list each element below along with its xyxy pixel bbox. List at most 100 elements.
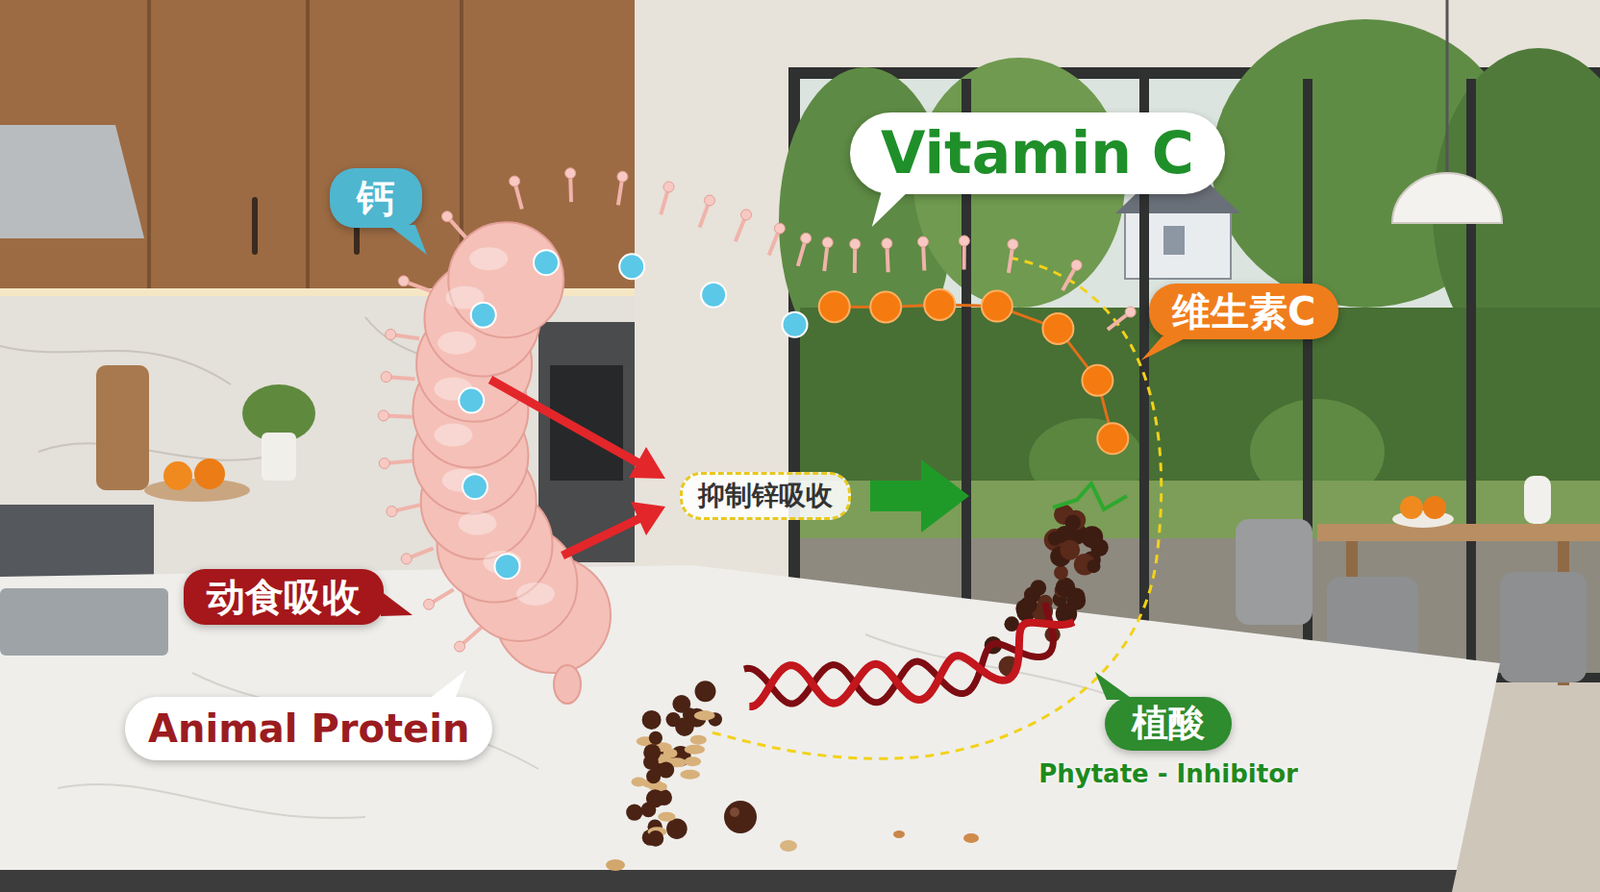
food-particle (646, 769, 661, 784)
villi (377, 168, 1136, 652)
crumb (779, 840, 798, 852)
food-particle (684, 756, 701, 767)
colon-segments (412, 222, 611, 674)
villus (408, 548, 434, 558)
villus-tip (663, 181, 675, 193)
villus-tip (1125, 306, 1136, 318)
villus (1107, 313, 1129, 330)
villus-tip (509, 175, 521, 187)
villus (448, 218, 467, 239)
orange (1400, 496, 1424, 520)
protein-strand (749, 622, 1075, 707)
food-particle (663, 749, 678, 759)
callout-bubble: Vitamin C (850, 112, 1225, 195)
phytate-particle (1059, 540, 1080, 561)
calcium-dot (462, 474, 488, 500)
villus (393, 504, 420, 511)
vitamin-c-dot (981, 291, 1013, 323)
villus (852, 246, 857, 274)
phytate-particle (1053, 565, 1069, 580)
villus (824, 244, 827, 272)
bubble-tail-shape (388, 225, 427, 255)
green-block-arrow (870, 459, 970, 533)
calcium-dot (533, 250, 559, 275)
villus-tip (703, 195, 715, 206)
food-particle (695, 680, 717, 702)
red-arrowhead (628, 447, 666, 479)
range-hood (0, 125, 145, 239)
callout-bubble: 动食吸收 (183, 569, 384, 625)
villus-tip (741, 209, 752, 221)
vitamin-c-path (834, 304, 1114, 439)
villus (392, 334, 420, 339)
appendix-tip (553, 665, 581, 704)
villus-tip (1071, 259, 1082, 271)
villus (1062, 267, 1076, 291)
cabinet-seam (305, 0, 310, 289)
villus-tip (386, 506, 398, 518)
bubble-tail-shape (1095, 672, 1134, 700)
callout-subtitle: Phytate - Inhibitor (1038, 760, 1299, 790)
phytate-particle (1065, 515, 1081, 531)
villus-tip (454, 641, 466, 652)
dining-table (1317, 524, 1600, 542)
villus (798, 240, 806, 267)
intestine-contents (458, 250, 1128, 848)
villus (923, 244, 925, 272)
pendant-lamp (1392, 173, 1502, 224)
chair (1235, 519, 1313, 625)
vitamin-c-dot (924, 289, 955, 321)
vitamin-c-dot (870, 291, 901, 323)
villus (385, 415, 413, 417)
villus (1008, 246, 1013, 274)
food-particle (643, 754, 659, 771)
callout-text: 维生素C (1172, 289, 1316, 334)
callout-bubble: 钙 (329, 168, 423, 228)
orange (1423, 496, 1447, 520)
red-arrowhead (630, 501, 666, 536)
villus-tip (378, 458, 390, 470)
phytate-particle (1086, 559, 1100, 574)
food-particle (641, 802, 657, 819)
window-mullion (1466, 78, 1476, 675)
calcium-dot (494, 553, 520, 579)
crumb-highlight (729, 807, 740, 818)
villus (962, 243, 967, 271)
sink (0, 588, 169, 656)
villus-tip (800, 232, 812, 244)
villus-tip (377, 410, 389, 422)
callout-text: 钙 (356, 175, 396, 221)
crumb (605, 859, 625, 872)
vitamin-c-dot (1081, 365, 1113, 397)
villus-tip (617, 171, 628, 182)
crumb (893, 830, 905, 839)
villus (386, 461, 414, 464)
lamp-cord (1446, 0, 1450, 174)
villus (886, 245, 888, 273)
bubble-tail-shape (1141, 336, 1190, 361)
food-particle (649, 731, 663, 746)
process-box: 抑制锌吸收 (679, 472, 851, 521)
villus (568, 175, 574, 202)
plant-pot (261, 432, 297, 481)
food-particle (625, 803, 643, 821)
calcium-dot (782, 312, 808, 338)
villus (735, 216, 747, 242)
segment-highlight (469, 247, 508, 271)
phytate-particle (1048, 531, 1063, 547)
orange (163, 461, 193, 491)
villus-tip (424, 599, 435, 610)
segment-highlight (458, 512, 498, 536)
crumb (724, 800, 757, 834)
villus (388, 376, 416, 379)
villus (618, 178, 623, 206)
counter (0, 565, 1500, 892)
food-particle (675, 717, 695, 737)
villus (515, 182, 523, 209)
villus-tip (565, 168, 576, 179)
callout-text: 动食吸收 (206, 575, 361, 620)
counter-edge (0, 870, 1457, 892)
